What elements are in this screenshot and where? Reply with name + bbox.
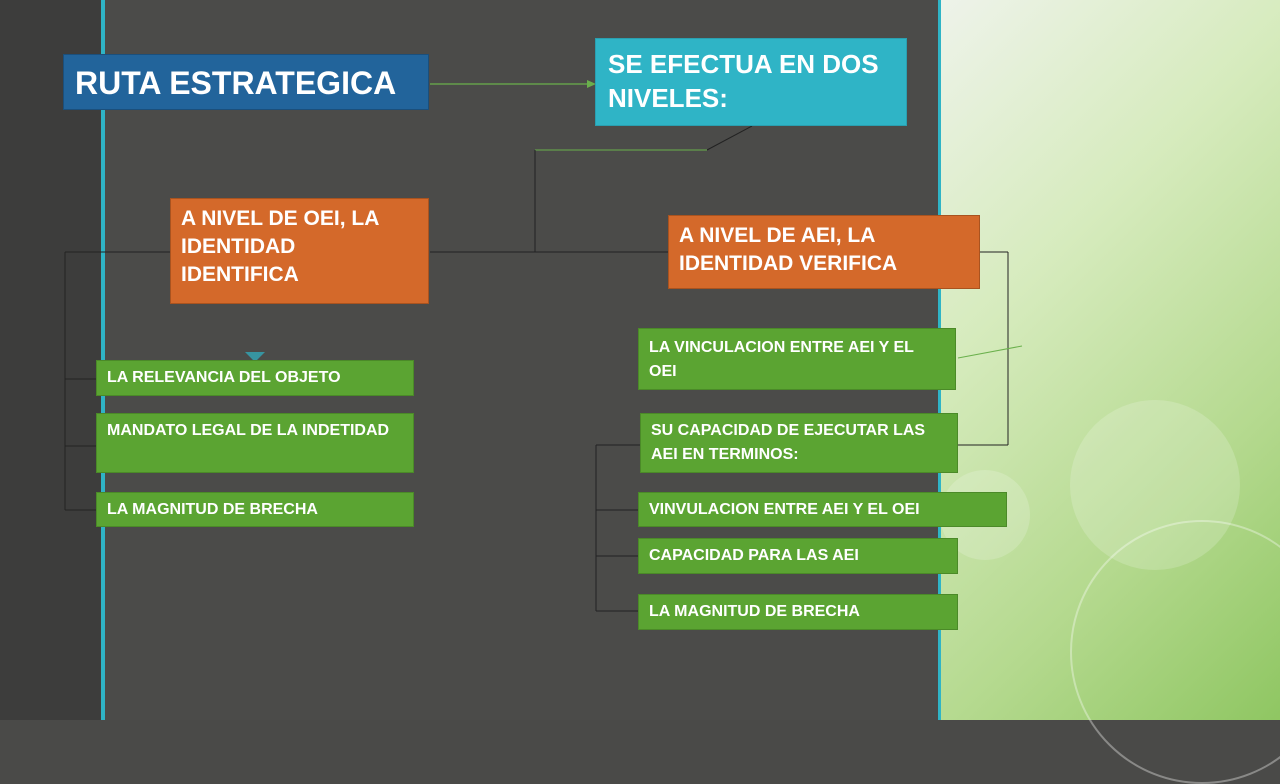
legal-mandate-item: MANDATO LEGAL DE LA INDETIDAD	[96, 413, 414, 473]
gap-magnitude-item-right: LA MAGNITUD DE BRECHA	[638, 594, 958, 630]
linkage-item: LA VINCULACION ENTRE AEI Y EL OEI	[638, 328, 956, 390]
diagram-title: RUTA ESTRATEGICA	[75, 65, 397, 101]
linkage-subitem: VINVULACION ENTRE AEI Y EL OEI	[638, 492, 1007, 527]
aei-level-node: A NIVEL DE AEI, LA IDENTIDAD VERIFICA	[668, 215, 980, 289]
relevance-item: LA RELEVANCIA DEL OBJETO	[96, 360, 414, 396]
oei-level-node: A NIVEL DE OEI, LA IDENTIDAD IDENTIFICA	[170, 198, 429, 304]
capacity-item: SU CAPACIDAD DE EJECUTAR LAS AEI EN TERM…	[640, 413, 958, 473]
connector-lines	[64, 80, 1023, 612]
left-background-panel	[0, 0, 103, 720]
title-box	[63, 54, 429, 110]
levels-node: SE EFECTUA EN DOS NIVELES:	[595, 38, 907, 126]
gap-magnitude-item-left: LA MAGNITUD DE BRECHA	[96, 492, 414, 527]
capacity-subitem: CAPACIDAD PARA LAS AEI	[638, 538, 958, 574]
